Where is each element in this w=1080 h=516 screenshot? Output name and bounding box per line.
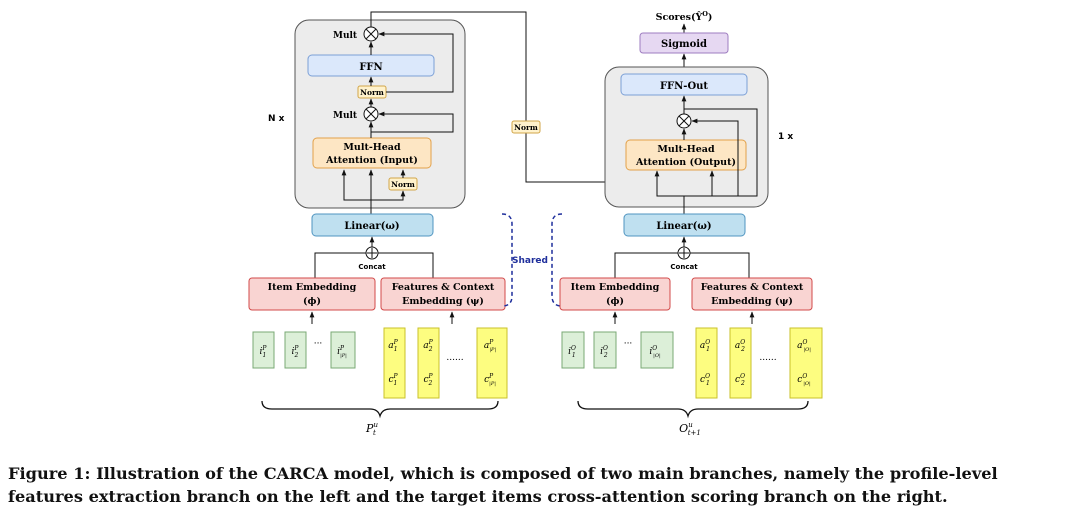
right-linear-label: Linear(ω)	[656, 221, 711, 232]
left-linear-label: Linear(ω)	[344, 221, 399, 232]
shared-right-bracket	[551, 213, 563, 307]
right-item-embedding-line2: (ϕ)	[606, 296, 624, 307]
scores-label: Scores(ŶO)	[656, 10, 713, 23]
left-item-token-1	[252, 331, 275, 369]
right-item-token-n-label: iO|O|	[649, 345, 661, 359]
right-item-token-2	[593, 331, 617, 369]
left-item-token-n	[330, 331, 356, 369]
right-features-embedding-line1: Features & Context	[701, 282, 804, 293]
left-repeat-label: N x	[268, 114, 285, 124]
ffn-out-box	[620, 73, 748, 96]
left-attention-box	[312, 137, 432, 169]
left-item-ellipsis: ···	[314, 339, 323, 349]
left-features-embedding-line2: Embedding (ψ)	[402, 296, 484, 307]
right-attr-token-n-label: aO|O|	[797, 339, 811, 353]
left-embedding-input-arrows	[309, 311, 455, 324]
right-item-embedding-box	[559, 277, 671, 311]
left-attention-line2: Attention (Input)	[325, 155, 418, 166]
left-mult-mid-label: Mult	[333, 111, 358, 121]
left-concat-operator	[365, 246, 379, 260]
left-item-token-2	[284, 331, 307, 369]
carca-architecture-diagram: N x Mult FFN Norm Mult Mult-Head Attenti…	[248, 10, 823, 437]
left-norm-bottom-label: Norm	[391, 180, 415, 189]
right-item-ellipsis: ···	[624, 339, 633, 349]
left-attr-token-n	[476, 327, 508, 399]
right-attention-box	[625, 139, 747, 171]
right-attr-token-n	[789, 327, 823, 399]
figure-caption: Figure 1: Illustration of the CARCA mode…	[8, 464, 998, 506]
right-item-token-n	[640, 331, 674, 369]
right-mult-operator	[676, 113, 692, 129]
left-attr-ellipsis: ......	[446, 353, 463, 363]
left-linear-box	[311, 213, 434, 237]
right-attention-line2: Attention (Output)	[635, 157, 736, 168]
right-repeat-label: 1 x	[778, 132, 793, 142]
left-ctx-token-n-label: cP|P|	[484, 373, 496, 387]
left-item-embedding-box	[248, 277, 376, 311]
left-item-embedding-line1: Item Embedding	[268, 282, 357, 293]
sigmoid-label: Sigmoid	[661, 39, 707, 50]
left-attr-token-n-label: aP|P|	[484, 339, 496, 353]
right-attr-ellipsis: ......	[759, 353, 776, 363]
right-transformer-block	[604, 66, 769, 208]
left-ffn-label: FFN	[359, 62, 382, 73]
right-block-connections	[654, 95, 758, 214]
right-embedding-input-arrows	[612, 311, 755, 324]
right-concat-connections	[614, 236, 750, 278]
right-input-brace	[577, 400, 809, 419]
right-features-embedding-box	[691, 277, 813, 311]
left-concat-connections	[314, 236, 434, 278]
shared-label: Shared	[512, 256, 548, 266]
left-mult-mid-operator	[363, 106, 379, 122]
right-linear-box	[623, 213, 746, 237]
left-attr-token-2	[417, 327, 440, 399]
left-features-embedding-line1: Features & Context	[392, 282, 495, 293]
left-features-embedding-box	[380, 277, 506, 311]
left-attr-token-1	[383, 327, 406, 399]
right-item-embedding-line1: Item Embedding	[571, 282, 660, 293]
right-attr-token-1	[695, 327, 718, 399]
right-attr-token-2	[729, 327, 752, 399]
left-item-embedding-line2: (ϕ)	[303, 296, 321, 307]
right-item-token-1	[561, 331, 585, 369]
right-concat-label: Concat	[670, 263, 698, 271]
left-concat-label: Concat	[358, 263, 386, 271]
left-block-connections	[341, 31, 454, 214]
right-attention-line1: Mult-Head	[657, 144, 715, 155]
middle-norm-label: Norm	[514, 123, 538, 132]
sigmoid-box	[639, 32, 729, 54]
left-mult-top-label: Mult	[333, 31, 358, 41]
ffn-out-label: FFN-Out	[660, 81, 708, 92]
left-mult-top-operator	[363, 26, 379, 42]
right-ctx-token-n-label: cO|O|	[797, 373, 811, 387]
middle-norm-box	[511, 120, 541, 134]
left-norm-top-label: Norm	[360, 88, 384, 97]
right-concat-operator	[677, 246, 691, 260]
left-input-brace	[261, 400, 499, 419]
shared-left-bracket	[501, 213, 513, 307]
left-item-token-n-label: iP|P|	[337, 345, 347, 359]
right-features-embedding-line2: Embedding (ψ)	[711, 296, 793, 307]
left-attention-line1: Mult-Head	[343, 142, 401, 153]
